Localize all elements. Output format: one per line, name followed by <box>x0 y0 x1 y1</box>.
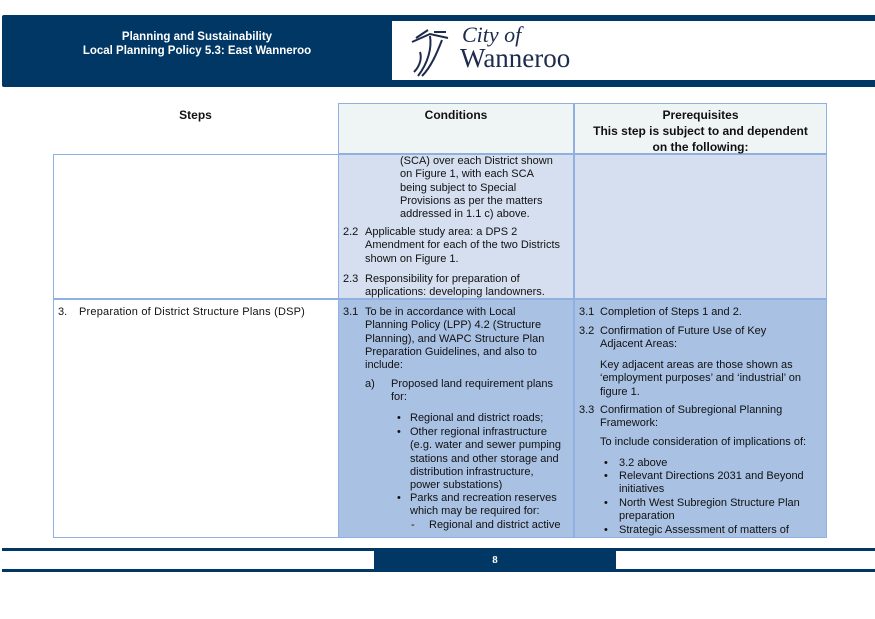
bullet-icon: • <box>604 524 608 536</box>
row1-prerequisites-cell <box>574 154 827 299</box>
condition-2-2: Applicable study area: a DPS 2 Amendment… <box>365 226 561 265</box>
kangaroo-paw-logo-icon <box>411 29 449 77</box>
prerequisite-bullet: North West Subregion Structure Plan prep… <box>619 497 800 523</box>
logo-line2: Wanneroo <box>460 43 571 73</box>
bullet-icon: • <box>397 426 401 438</box>
prerequisites-subheading: This step is subject to and dependent on… <box>593 124 808 154</box>
prerequisite-number: 3.2 <box>579 325 595 337</box>
condition-bullet: Other regional infrastructure (e.g. wate… <box>410 426 562 492</box>
column-header-conditions-cell: Conditions <box>338 103 574 154</box>
condition-number: 2.3 <box>343 273 359 285</box>
step-number: 3. <box>58 306 68 318</box>
condition-dash-item: Regional and district active <box>429 519 561 531</box>
prerequisite-bullet: Relevant Directions 2031 and Beyond init… <box>619 470 804 496</box>
column-header-prerequisites-cell: Prerequisites This step is subject to an… <box>574 103 827 154</box>
column-header-steps: Steps <box>179 108 212 122</box>
condition-bullet: Parks and recreation reserves which may … <box>410 492 557 518</box>
row2-steps-cell <box>53 299 338 538</box>
bullet-icon: • <box>604 457 608 469</box>
row2-prerequisites-cell <box>574 299 827 538</box>
document-title: Planning and Sustainability Local Planni… <box>82 31 312 57</box>
row1-steps-cell <box>53 154 338 299</box>
sub-item-a: Proposed land requirement plans for: <box>391 378 554 404</box>
prerequisite-number: 3.3 <box>579 404 595 416</box>
condition-continuation: (SCA) over each District shown on Figure… <box>400 155 553 221</box>
condition-number: 2.2 <box>343 226 359 238</box>
prerequisite-3-3: Confirmation of Subregional Planning Fra… <box>600 404 783 430</box>
city-of-wanneroo-logo: City of Wanneroo <box>460 24 570 72</box>
column-header-prerequisites: Prerequisites <box>662 108 739 122</box>
prerequisite-3-2-note: Key adjacent areas are those shown as ‘e… <box>600 359 801 398</box>
prerequisite-bullet: 3.2 above <box>619 457 668 469</box>
prerequisite-3-3-note: To include consideration of implications… <box>600 436 807 448</box>
sub-item-label: a) <box>365 378 375 390</box>
bullet-icon: • <box>397 412 401 424</box>
footer-rule-top <box>2 548 875 551</box>
logo-panel <box>392 21 875 80</box>
bullet-icon: • <box>397 492 401 504</box>
condition-bullet: Regional and district roads; <box>410 412 544 424</box>
column-header-conditions: Conditions <box>424 108 488 122</box>
condition-number: 3.1 <box>343 306 359 318</box>
logo-line1: City of <box>462 22 522 47</box>
bullet-icon: • <box>604 470 608 482</box>
condition-3-1: To be in accordance with Local Planning … <box>365 306 545 372</box>
prerequisite-number: 3.1 <box>579 306 595 318</box>
row1-conditions-cell <box>338 154 574 299</box>
row2-conditions-cell <box>338 299 574 538</box>
prerequisite-3-2: Confirmation of Future Use of Key Adjace… <box>600 325 767 351</box>
footer-rule-bottom <box>2 569 875 572</box>
condition-2-3: Responsibility for preparation of applic… <box>365 273 545 299</box>
bullet-icon: • <box>604 497 608 509</box>
dash-icon: - <box>411 519 415 531</box>
prerequisite-bullet: Strategic Assessment of matters of <box>619 524 789 536</box>
page-number: 8 <box>374 550 616 570</box>
prerequisite-3-1: Completion of Steps 1 and 2. <box>600 306 742 318</box>
step-title: Preparation of District Structure Plans … <box>79 306 306 318</box>
